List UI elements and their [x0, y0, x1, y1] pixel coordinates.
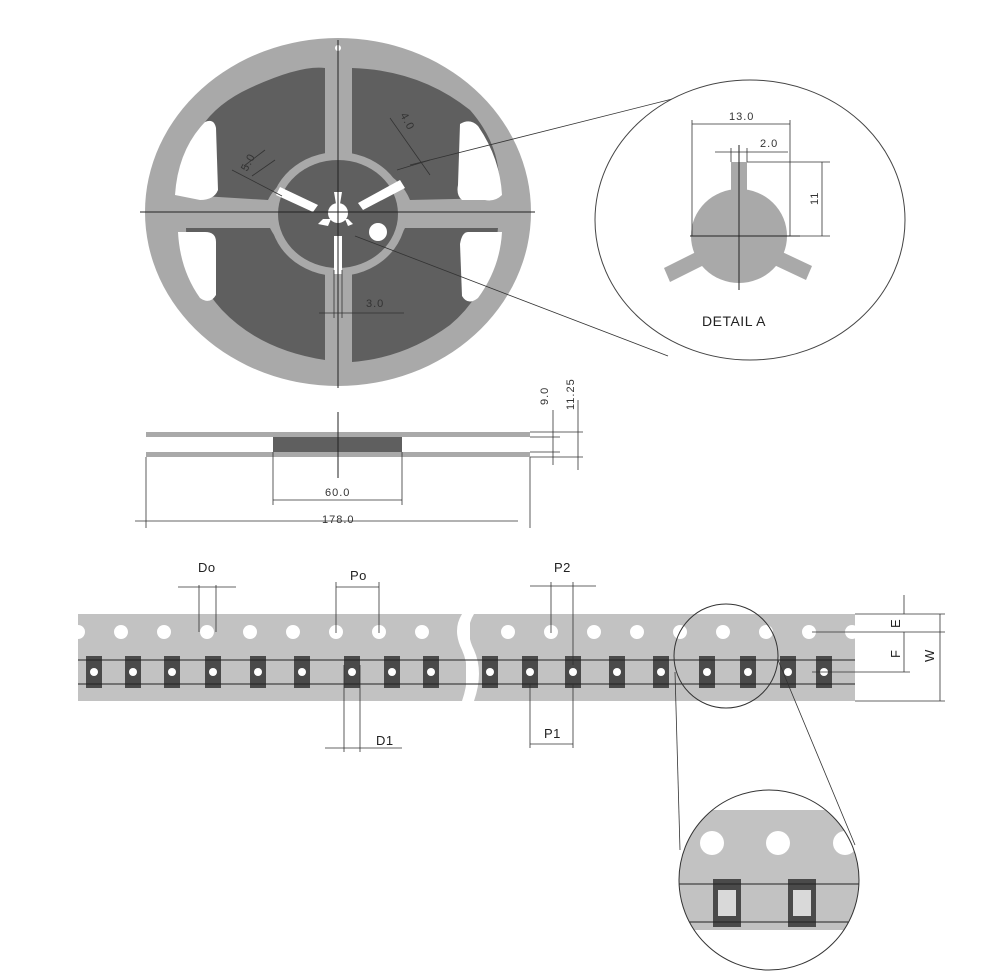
pocket-hole — [569, 668, 577, 676]
label-w: W — [922, 649, 937, 662]
pocket-hole — [90, 668, 98, 676]
reel-drive-hole — [369, 223, 387, 241]
dim-reel-diameter: 178.0 — [322, 514, 355, 526]
sprocket-hole — [415, 625, 429, 639]
pocket-hole — [168, 668, 176, 676]
zoom-hole-3 — [833, 831, 857, 855]
pocket-hole — [427, 668, 435, 676]
zoom-hole-1 — [700, 831, 724, 855]
component-pockets — [86, 656, 832, 688]
sprocket-hole — [71, 625, 85, 639]
sprocket-hole — [802, 625, 816, 639]
detail-leader-bottom — [354, 235, 669, 357]
sprocket-hole — [286, 625, 300, 639]
pocket-hole — [129, 668, 137, 676]
label-p2: P2 — [554, 560, 571, 575]
reel-window-bottom-left — [186, 228, 325, 360]
pocket-hole — [784, 668, 792, 676]
dim-key-width: 3.0 — [366, 298, 384, 310]
reel-center-tab-right — [345, 219, 353, 226]
sprocket-hole — [630, 625, 644, 639]
reel-cutout-tl — [175, 120, 218, 200]
detail-a-title: DETAIL A — [702, 313, 766, 329]
reel-slot-right — [358, 180, 405, 210]
pocket-hole — [388, 668, 396, 676]
sprocket-hole — [157, 625, 171, 639]
reel-cutout-bl — [178, 232, 216, 301]
sprocket-hole — [501, 625, 515, 639]
reel-cutout-tr — [457, 121, 502, 201]
detail-leader-top — [409, 91, 701, 166]
label-d1: D1 — [376, 733, 394, 748]
detail-spoke-left — [664, 250, 706, 282]
pocket-hole — [613, 668, 621, 676]
label-p1: P1 — [544, 726, 561, 741]
zoom-tape — [679, 810, 859, 930]
reel-slot-left — [276, 187, 318, 212]
pocket-hole — [703, 668, 711, 676]
pocket-hole — [348, 668, 356, 676]
pocket-hole — [209, 668, 217, 676]
tape-segment-left — [78, 614, 466, 701]
sprocket-hole — [716, 625, 730, 639]
tape-zoom-source — [673, 603, 779, 709]
sprocket-hole — [587, 625, 601, 639]
tape-zoom-circle — [678, 789, 860, 971]
pocket-hole — [657, 668, 665, 676]
sprocket-hole — [759, 625, 773, 639]
reel-side-view: 60.0 178.0 9.0 11.25 — [135, 378, 583, 528]
sprocket-hole — [114, 625, 128, 639]
pocket-hole — [486, 668, 494, 676]
pocket-hole — [526, 668, 534, 676]
carrier-tape: Do Po P2 D1 P1 E F W — [71, 560, 945, 752]
detail-dim-key: 2.0 — [760, 138, 778, 150]
sprocket-hole — [200, 625, 214, 639]
sprocket-hole — [243, 625, 257, 639]
reel-center-tab-left — [318, 219, 331, 226]
reel-window-top-left — [185, 67, 325, 201]
zoom-hole-2 — [766, 831, 790, 855]
dim-outer-width: 11.25 — [565, 378, 577, 410]
dim-inner-width: 9.0 — [539, 387, 551, 405]
pocket-hole — [744, 668, 752, 676]
detail-spoke-right — [772, 250, 812, 280]
detail-dim-height: 11 — [809, 192, 821, 205]
label-do: Do — [198, 560, 216, 575]
pocket-hole — [298, 668, 306, 676]
pocket-hole — [254, 668, 262, 676]
detail-dim-width: 13.0 — [729, 111, 754, 123]
label-e: E — [888, 619, 903, 628]
detail-a: 13.0 2.0 11 DETAIL A — [594, 79, 906, 361]
label-f: F — [888, 650, 903, 658]
reel-cutout-br — [460, 232, 502, 302]
reel-front-view: 5.0 4.0 3.0 — [140, 38, 535, 388]
label-po: Po — [350, 568, 367, 583]
tape-zoom-detail — [673, 603, 860, 971]
tape-break — [457, 614, 479, 701]
dim-hub-diameter: 60.0 — [325, 487, 350, 499]
